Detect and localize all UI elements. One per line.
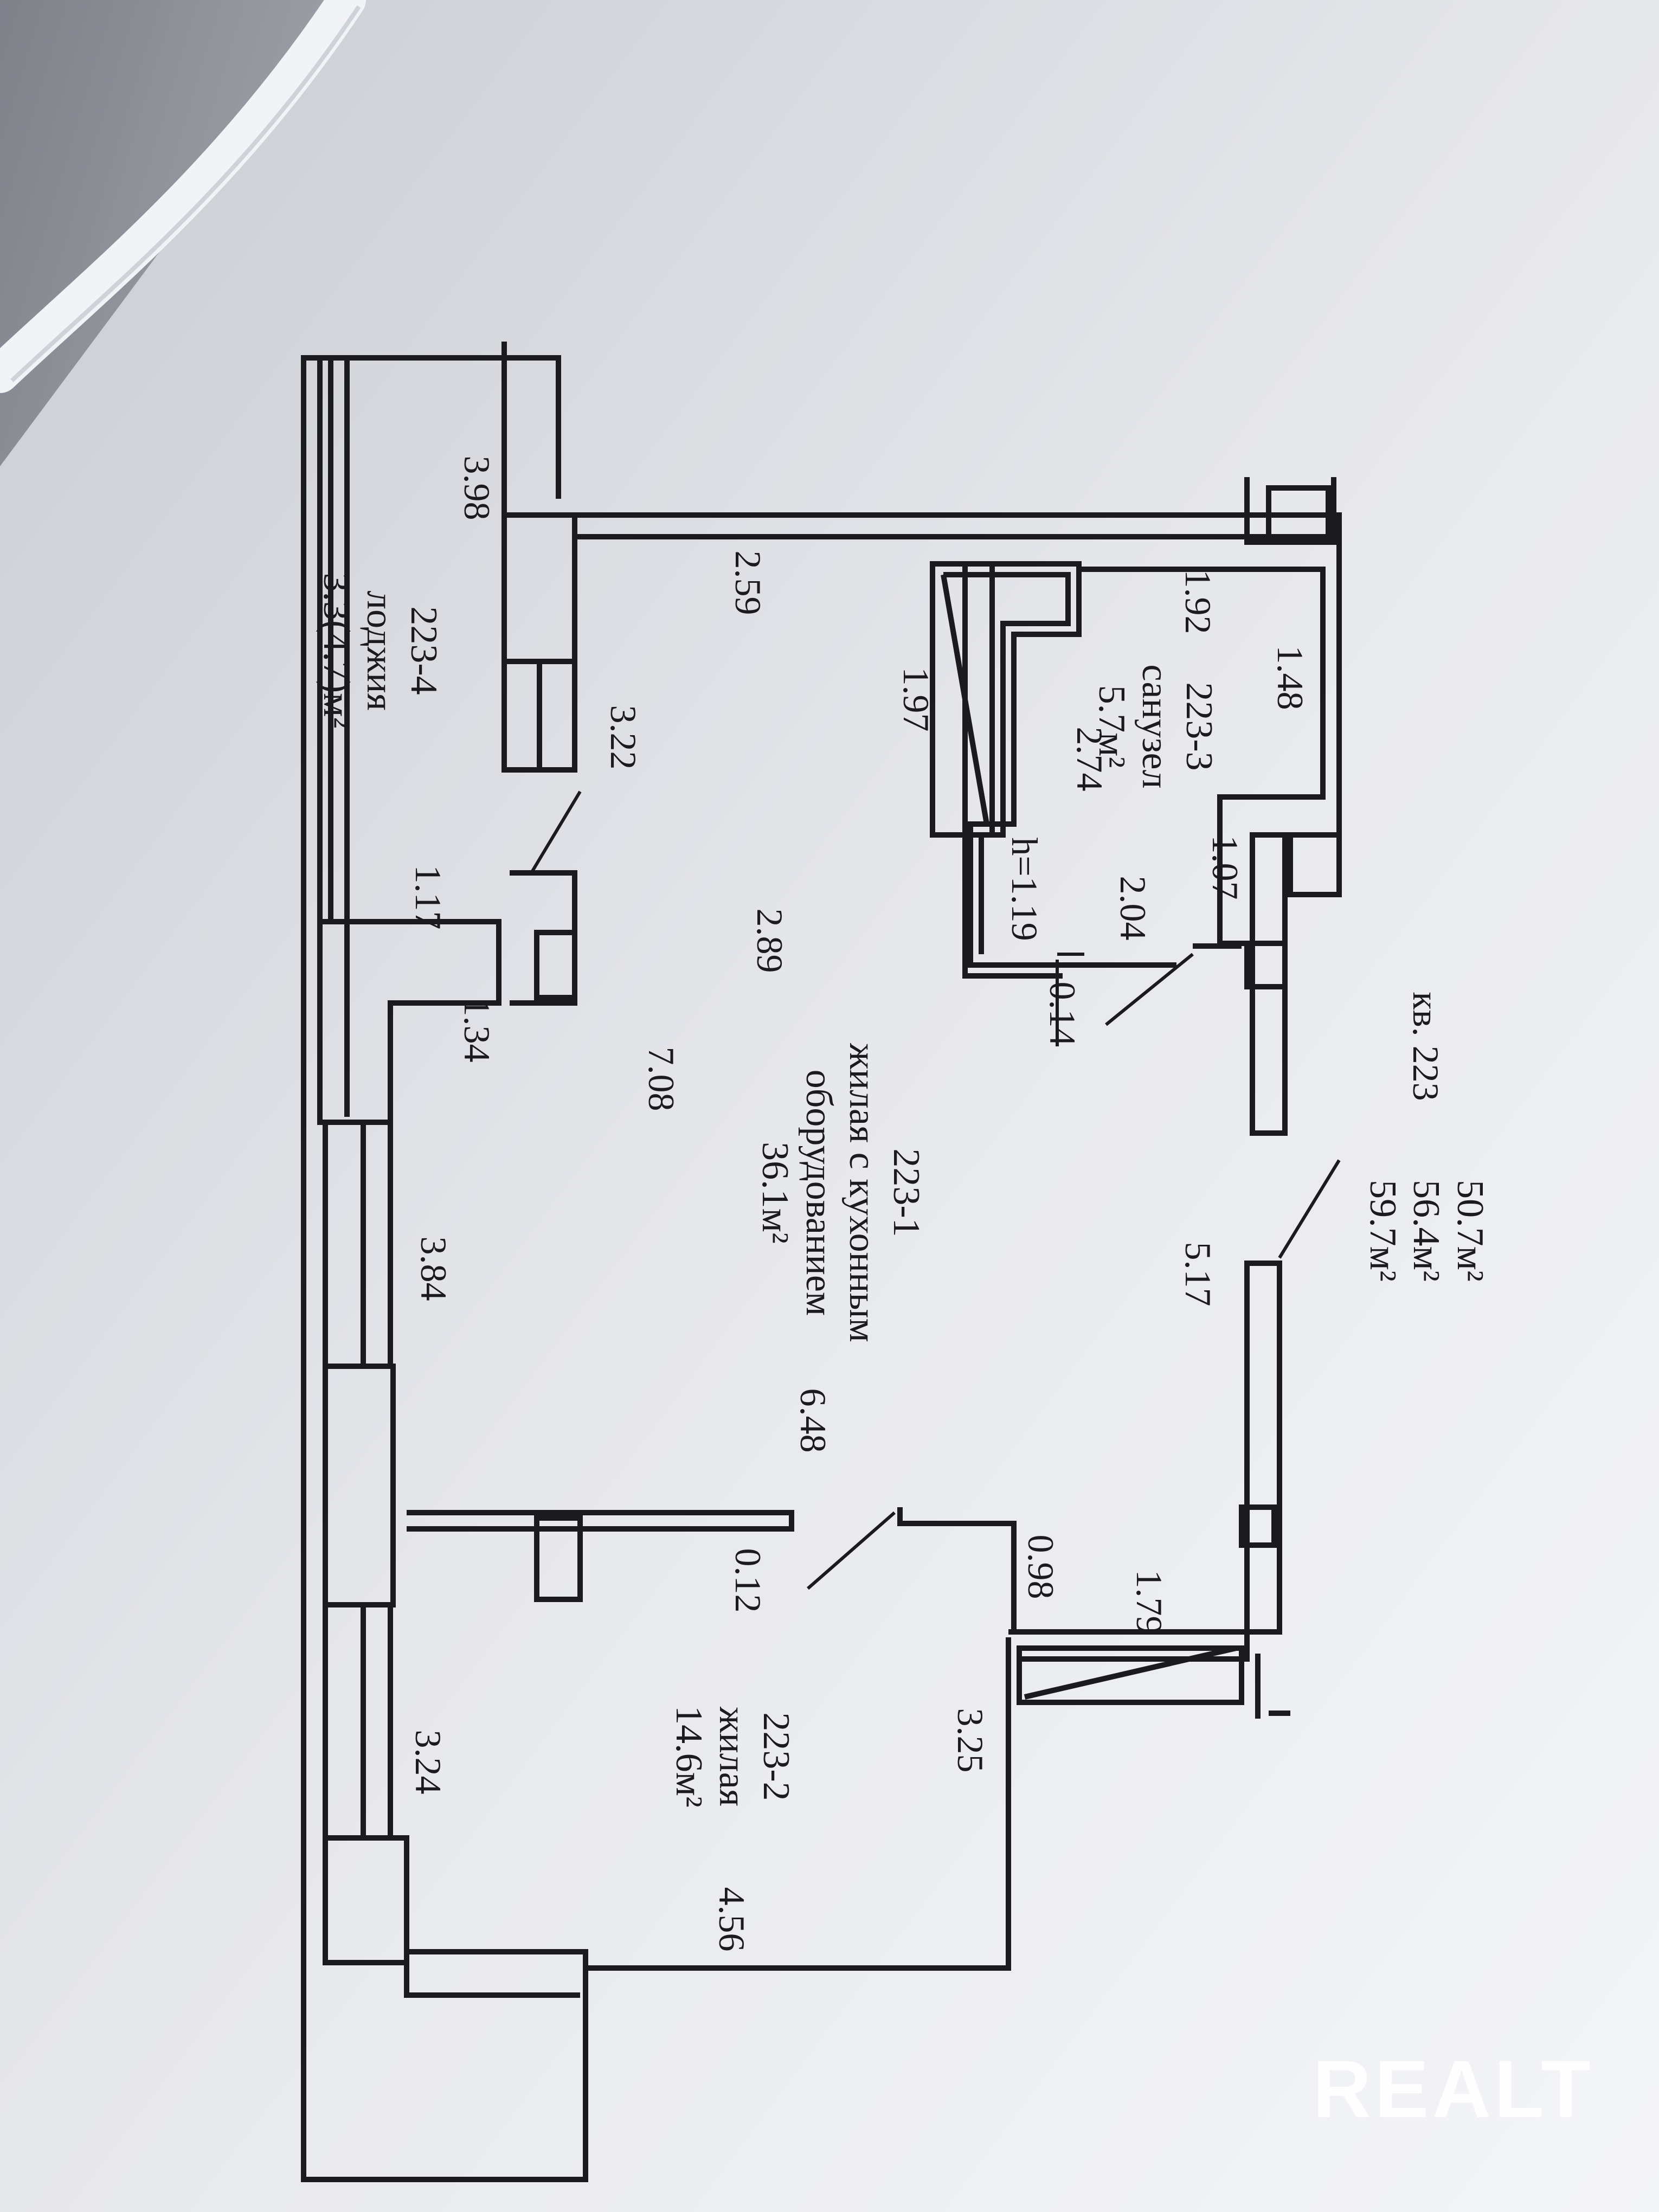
dim-h-1-19: h=1.19 [1004, 837, 1045, 941]
room-loggia: 223-4 лоджия 3.3(4.7)м² [314, 573, 445, 729]
area-with-loggia: 59.7м² [1361, 1180, 1404, 1282]
apartment-areas: 50.7м² 56.4м² 59.7м² [1360, 1180, 1491, 1282]
dim-0-12: 0.12 [728, 1548, 769, 1613]
dim-6-48: 6.48 [793, 1388, 834, 1453]
dim-3-24: 3.24 [408, 1729, 449, 1795]
dim-5-17: 5.17 [1178, 1242, 1219, 1307]
dim-1-34: 1.34 [456, 998, 498, 1063]
apartment-label: кв. 223 [1405, 992, 1446, 1101]
dim-7-08: 7.08 [641, 1046, 682, 1111]
area-living: 50.7м² [1449, 1180, 1491, 1282]
dim-0-98: 0.98 [1020, 1534, 1062, 1599]
dim-2-59: 2.59 [728, 550, 769, 615]
dim-4-56: 4.56 [711, 1887, 753, 1952]
walls [301, 342, 1342, 2182]
dim-3-22: 3.22 [603, 705, 644, 770]
room-bedroom-name: жилая [711, 1706, 754, 1807]
area-total: 56.4м² [1405, 1180, 1448, 1282]
dim-0-14: 0.14 [1042, 981, 1083, 1046]
room-living-id: 223-1 [885, 1148, 927, 1237]
dim-1-48: 1.48 [1270, 645, 1311, 710]
dim-1-17: 1.17 [408, 865, 449, 930]
realt-watermark-logo: REALT [1313, 2043, 1594, 2134]
dim-2-04: 2.04 [1113, 876, 1154, 941]
dim-2-89: 2.89 [749, 908, 790, 973]
room-living-name-2: оборудованием [798, 1069, 840, 1316]
dim-3-84: 3.84 [413, 1236, 454, 1301]
room-living-area: 36.1м² [754, 1142, 796, 1244]
room-bathroom-name: санузел [1134, 664, 1176, 789]
room-loggia-name: лоджия [359, 590, 401, 711]
dim-1-97: 1.97 [896, 667, 937, 732]
dim-2-74: 2.74 [1069, 726, 1110, 792]
dim-1-07: 1.07 [1205, 835, 1246, 900]
room-bedroom: 223-2 жилая 14.6м² [666, 1706, 798, 1808]
cable [0, 0, 366, 393]
room-bedroom-area: 14.6м² [667, 1706, 710, 1808]
dim-3-25: 3.25 [950, 1708, 991, 1773]
room-living-kitchen: 223-1 жилая с кухонным оборудованием 36.… [753, 1043, 928, 1342]
room-bedroom-id: 223-2 [755, 1712, 797, 1801]
dim-3-98: 3.98 [456, 455, 498, 520]
dim-1-92: 1.92 [1178, 569, 1219, 634]
leader-lines [530, 790, 1341, 1590]
room-living-name-1: жилая с кухонным [841, 1043, 884, 1342]
room-bathroom-id: 223-3 [1178, 682, 1220, 771]
dim-1-79: 1.79 [1129, 1570, 1170, 1635]
room-loggia-area: 3.3(4.7)м² [315, 573, 357, 729]
room-loggia-id: 223-4 [402, 606, 445, 695]
